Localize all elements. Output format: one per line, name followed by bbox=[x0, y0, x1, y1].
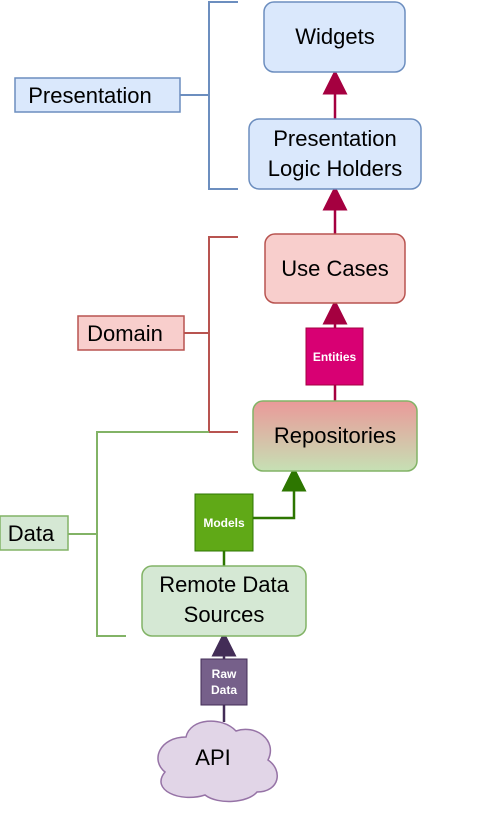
use-cases-node: Use Cases bbox=[264, 233, 406, 304]
data-bracket bbox=[68, 431, 209, 637]
entities-label: Entities bbox=[305, 327, 364, 386]
presentation-logic-holders-node: Presentation Logic Holders bbox=[248, 118, 422, 190]
svg-text:Domain: Domain bbox=[87, 321, 163, 346]
svg-text:Repositories: Repositories bbox=[274, 423, 396, 448]
layer-label-presentation: Presentation bbox=[14, 77, 181, 113]
domain-bracket bbox=[184, 236, 238, 433]
api-cloud-node: API bbox=[157, 720, 278, 803]
widgets-node: Widgets bbox=[263, 1, 406, 73]
presentation-bracket bbox=[180, 1, 238, 190]
svg-text:Data: Data bbox=[211, 683, 237, 697]
repositories-node: Repositories bbox=[252, 400, 418, 472]
svg-text:Presentation: Presentation bbox=[273, 126, 397, 151]
svg-text:Data: Data bbox=[8, 521, 55, 546]
svg-text:Sources: Sources bbox=[184, 602, 265, 627]
svg-text:Remote Data: Remote Data bbox=[159, 572, 289, 597]
remote-data-sources-node: Remote Data Sources bbox=[141, 565, 307, 637]
svg-text:Logic Holders: Logic Holders bbox=[268, 156, 403, 181]
svg-text:Raw: Raw bbox=[212, 667, 237, 681]
layer-label-data: Data bbox=[0, 515, 69, 551]
svg-text:Entities: Entities bbox=[313, 350, 357, 364]
models-label: Models bbox=[194, 493, 254, 552]
svg-text:API: API bbox=[195, 745, 230, 770]
svg-text:Models: Models bbox=[203, 516, 245, 530]
svg-text:Widgets: Widgets bbox=[295, 24, 374, 49]
svg-text:Use Cases: Use Cases bbox=[281, 256, 389, 281]
svg-text:Presentation: Presentation bbox=[28, 83, 152, 108]
layer-label-domain: Domain bbox=[77, 315, 185, 351]
raw-data-label: Raw Data bbox=[200, 658, 248, 706]
